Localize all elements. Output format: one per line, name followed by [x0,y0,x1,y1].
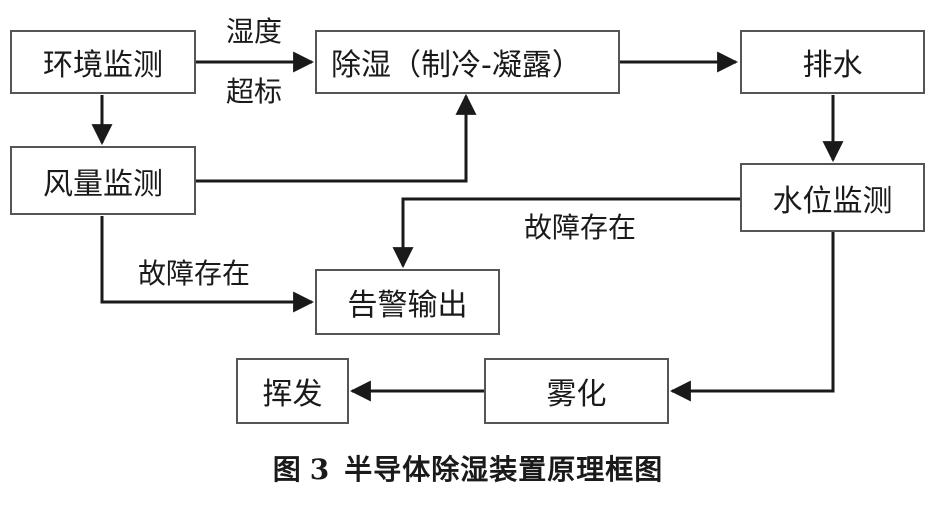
arrow-airflow-to-alarm [100,216,315,313]
arrow-water-to-alarm [392,197,740,269]
caption-number: 3 [309,453,331,486]
node-dehumidify: 除湿（制冷-凝露） [315,30,620,94]
node-label: 水位监测 [772,183,893,219]
node-label: 排水 [802,48,863,83]
node-alarm-output: 告警输出 [315,269,500,335]
caption-text: 半导体除湿装置原理框图 [344,453,664,486]
arrow-airflow-to-dehumid [196,93,477,183]
node-environment-monitoring: 环境监测 [10,30,196,94]
node-evaporate: 挥发 [236,358,349,424]
node-label: 挥发 [262,377,323,412]
caption-prefix: 图 [272,453,302,486]
node-label: 雾化 [546,377,607,412]
node-label: 风量监测 [43,166,163,202]
node-drain: 排水 [740,30,925,94]
node-airflow-monitoring: 风量监测 [10,146,196,215]
node-water-level-monitoring: 水位监测 [740,163,925,232]
node-label: 除湿（制冷-凝露） [331,48,582,83]
node-label: 环境监测 [43,48,163,83]
edge-label-humidity: 湿度 [226,15,283,48]
node-atomize: 雾化 [484,358,669,424]
arrow-water-to-atomize [669,232,835,402]
edge-label-fault-water: 故障存在 [524,211,637,244]
edge-label-exceeds: 超标 [226,75,283,108]
edge-label-fault-airflow: 故障存在 [138,257,251,290]
node-label: 告警输出 [347,288,468,323]
